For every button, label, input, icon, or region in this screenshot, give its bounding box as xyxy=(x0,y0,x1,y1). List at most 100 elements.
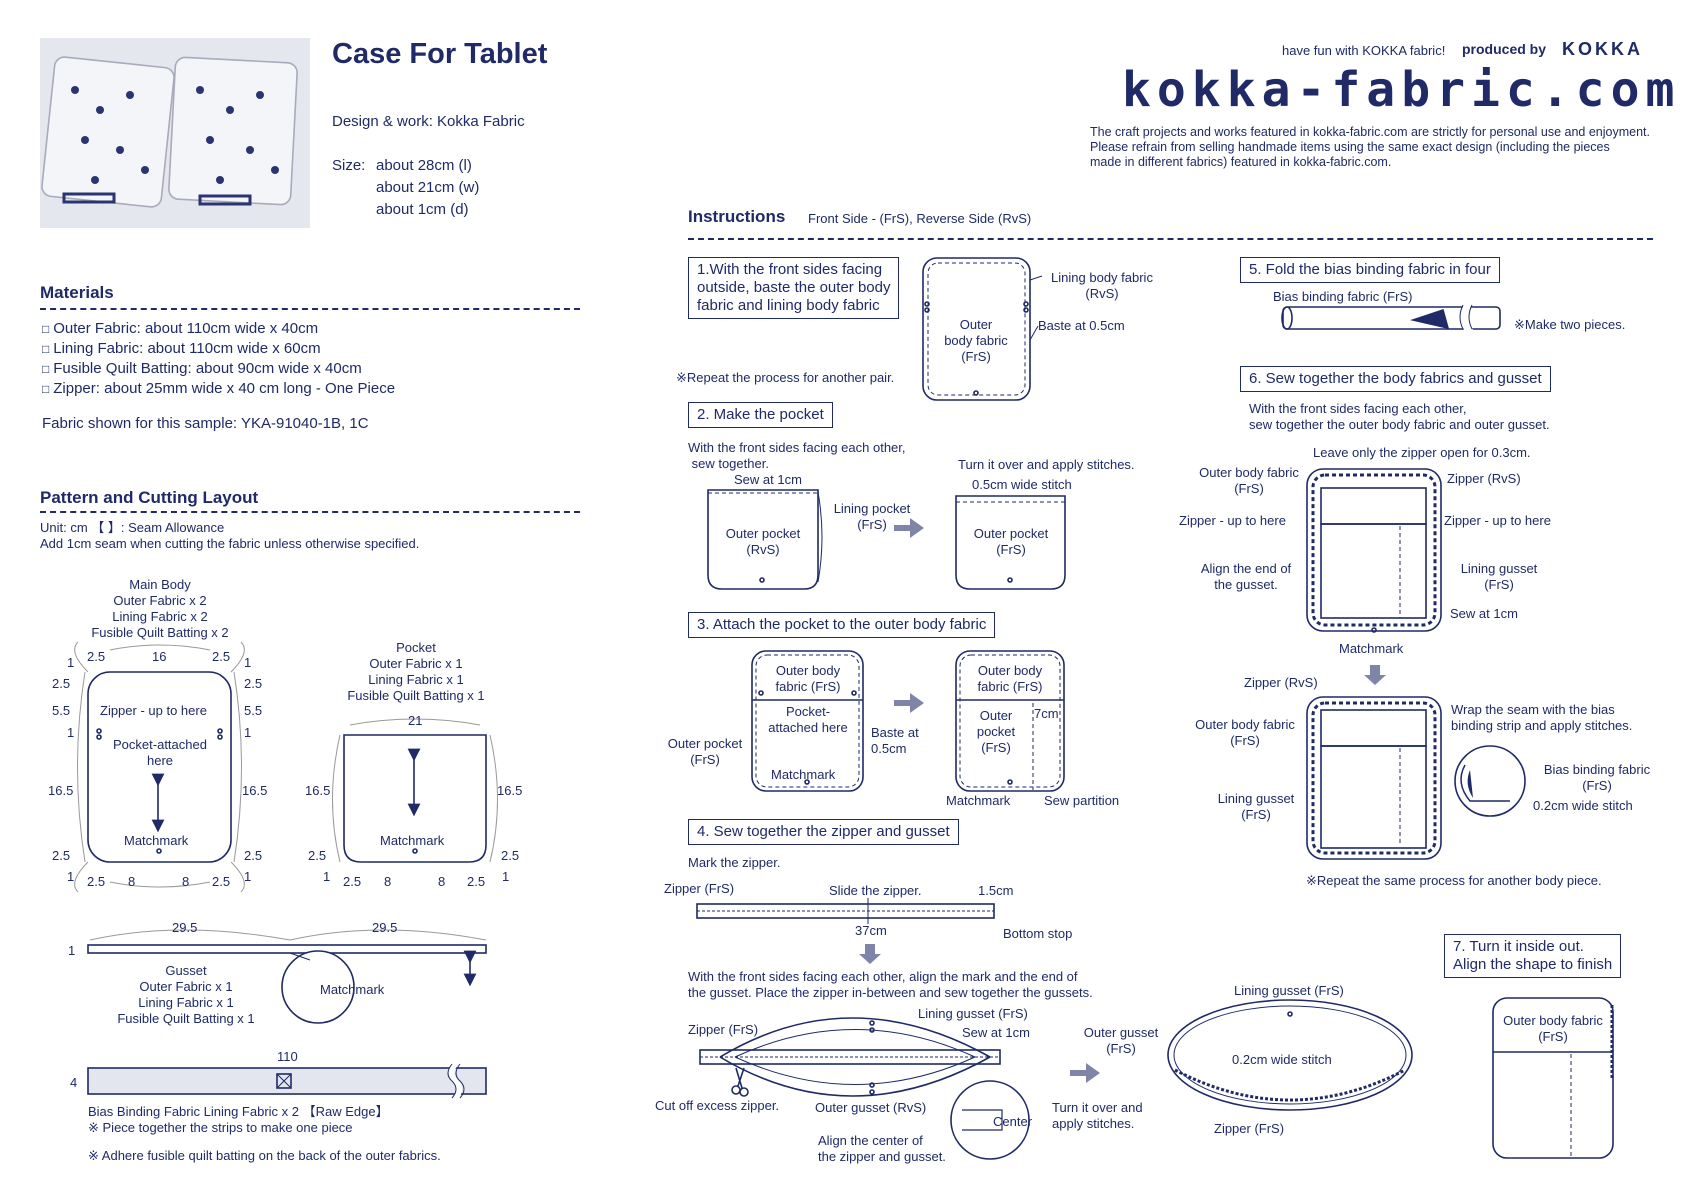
step1-repeat: ※Repeat the process for another pair. xyxy=(676,370,895,385)
step3-partition-label: Sew partition xyxy=(1044,793,1120,808)
adhere-note: ※ Adhere fusible quilt batting on the ba… xyxy=(88,1148,441,1163)
step3-outer-pocket-label: Outer pocket (FrS) xyxy=(667,736,743,767)
brand-name[interactable]: KOKKA xyxy=(1562,39,1643,59)
size-length: about 28cm (l) xyxy=(376,157,472,174)
dim-label: 16.5 xyxy=(305,783,331,798)
dim-label: 21 xyxy=(408,713,423,728)
dim-label: 2.5 xyxy=(87,874,106,889)
gusset-pattern xyxy=(87,929,487,1024)
step6-align-label: Align the end of the gusset. xyxy=(1200,561,1292,592)
step4-lining-gusset2-label: Lining gusset (FrS) xyxy=(1234,983,1344,998)
step2-wide-label: 0.5cm wide stitch xyxy=(972,477,1072,492)
page-title: Case For Tablet xyxy=(332,38,548,70)
material-item: Zipper: about 25mm wide x 40 cm long - O… xyxy=(42,379,395,399)
step6-sew-label: Sew at 1cm xyxy=(1450,606,1518,621)
mb-pocket-label: Pocket-attached here xyxy=(113,737,207,768)
dim-label: 8 xyxy=(384,874,392,889)
materials-list: Outer Fabric: about 110cm wide x 40cm Li… xyxy=(42,319,395,399)
step2-diagram xyxy=(707,489,1066,590)
step3-diagram xyxy=(751,650,1065,792)
step1-outer-label: Outer body fabric (FrS) xyxy=(944,317,1008,364)
step3-box: 3. Attach the pocket to the outer body f… xyxy=(688,612,996,638)
step4-box: 4. Sew together the zipper and gusset xyxy=(688,819,959,845)
instructions-heading: Instructions xyxy=(688,207,786,226)
dim-label: 5.5 xyxy=(52,703,71,718)
step4-outer-gusset-label: Outer gusset (RvS) xyxy=(815,1100,927,1115)
step2-outer-rvs-label: Outer pocket (RvS) xyxy=(725,526,801,557)
step3-outer-pocket2-label: Outer pocket (FrS) xyxy=(976,708,1016,755)
step4-center-label: Center xyxy=(993,1114,1033,1129)
dim-label: 16.5 xyxy=(242,783,268,798)
step6-zip-up-left: Zipper - up to here xyxy=(1179,513,1286,528)
step6-zipper-rvs2-label: Zipper (RvS) xyxy=(1244,675,1318,690)
produced-by: produced by xyxy=(1462,41,1547,57)
dim-label: 2.5 xyxy=(52,676,71,691)
step6-wrap-label: Wrap the seam with the bias binding stri… xyxy=(1451,702,1633,733)
dim-label: 2.5 xyxy=(501,848,520,863)
step4-text: With the front sides facing each other, … xyxy=(688,969,1093,1000)
step5-box: 5. Fold the bias binding fabric in four xyxy=(1240,257,1500,283)
step3-outer-body2-label: Outer body fabric (FrS) xyxy=(977,663,1043,694)
step4-cut-label: Cut off excess zipper. xyxy=(655,1098,780,1113)
dim-label: 1 xyxy=(67,725,75,740)
step4-gusset-sew xyxy=(699,999,1413,1160)
step6-bias-label: Bias binding fabric (FrS) xyxy=(1543,762,1651,793)
step6-outer-body-label: Outer body fabric (FrS) xyxy=(1199,465,1299,496)
step2-turn-label: Turn it over and apply stitches. xyxy=(958,457,1135,472)
bias-note: ※ Piece together the strips to make one … xyxy=(88,1120,353,1135)
size-width: about 21cm (w) xyxy=(376,179,480,196)
bias-strip xyxy=(87,1062,487,1100)
step4-zipper-label: Zipper (FrS) xyxy=(664,881,735,896)
step5-bias xyxy=(1281,303,1501,355)
dim-label: 2.5 xyxy=(212,874,231,889)
dim-label: 16.5 xyxy=(48,783,74,798)
main-body-pattern xyxy=(74,641,245,893)
step6-repeat-label: ※Repeat the same process for another bod… xyxy=(1306,873,1602,888)
mb-zipper-label: Zipper - up to here xyxy=(100,703,207,718)
dim-label: 1 xyxy=(323,869,331,884)
pattern-unit: Unit: cm 【 】: Seam Allowance xyxy=(40,520,225,535)
step6-text: With the front sides facing each other, … xyxy=(1249,401,1550,432)
step4-zipper2-label: Zipper (FrS) xyxy=(688,1022,759,1037)
dim-label: 2.5 xyxy=(87,649,106,664)
step7-box: 7. Turn it inside out. Align the shape t… xyxy=(1444,934,1622,978)
dim-label: 1 xyxy=(244,869,252,884)
dim-label: 2.5 xyxy=(212,649,231,664)
step2-outer-frs-label: Outer pocket (FrS) xyxy=(973,526,1049,557)
step6-leave-label: Leave only the zipper open for 0.3cm. xyxy=(1313,445,1531,460)
bias-label: Bias Binding Fabric Lining Fabric x 2 【R… xyxy=(88,1104,389,1119)
step2-sew-label: Sew at 1cm xyxy=(734,472,802,487)
scissors-icon xyxy=(731,1067,749,1097)
dim-label: 8 xyxy=(438,874,446,889)
design-credit: Design & work: Kokka Fabric xyxy=(332,113,525,130)
step4-slide-label: Slide the zipper. xyxy=(829,883,922,898)
step3-matchmark2-label: Matchmark xyxy=(946,793,1011,808)
materials-heading: Materials xyxy=(40,283,114,302)
dim-label: 1 xyxy=(244,725,252,740)
dim-label: 1 xyxy=(244,655,252,670)
step6-zipper-rvs-label: Zipper (RvS) xyxy=(1447,471,1521,486)
mb-matchmark-label: Matchmark xyxy=(124,833,189,848)
dim-label: 2.5 xyxy=(343,874,362,889)
step6-lower xyxy=(1306,696,1526,860)
step6-zip-up-right: Zipper - up to here xyxy=(1444,513,1551,528)
step4-outer-gusset2-label: Outer gusset (FrS) xyxy=(1083,1025,1159,1056)
step3-pocket-attached-label: Pocket- attached here xyxy=(768,704,848,735)
step4-zipper3-label: Zipper (FrS) xyxy=(1214,1121,1285,1136)
site-logo[interactable]: kokka-fabric.com xyxy=(1122,62,1681,118)
step1-diagram xyxy=(922,257,1043,401)
step5-two-label: ※Make two pieces. xyxy=(1514,317,1626,332)
dim-label: 2.5 xyxy=(52,848,71,863)
dim-label: 2.5 xyxy=(244,676,263,691)
dim-label: 16.5 xyxy=(497,783,523,798)
step1-baste-label: Baste at 0.5cm xyxy=(1038,318,1125,333)
step6-matchmark-label: Matchmark xyxy=(1339,641,1404,656)
dim-label: 8 xyxy=(128,874,136,889)
usage-notice: The craft projects and works featured in… xyxy=(1090,125,1650,169)
step2-text: With the front sides facing each other, … xyxy=(688,440,906,471)
step6-upper xyxy=(1306,468,1442,685)
step6-lining-gusset2-label: Lining gusset (FrS) xyxy=(1217,791,1295,822)
step2-box: 2. Make the pocket xyxy=(688,402,833,428)
